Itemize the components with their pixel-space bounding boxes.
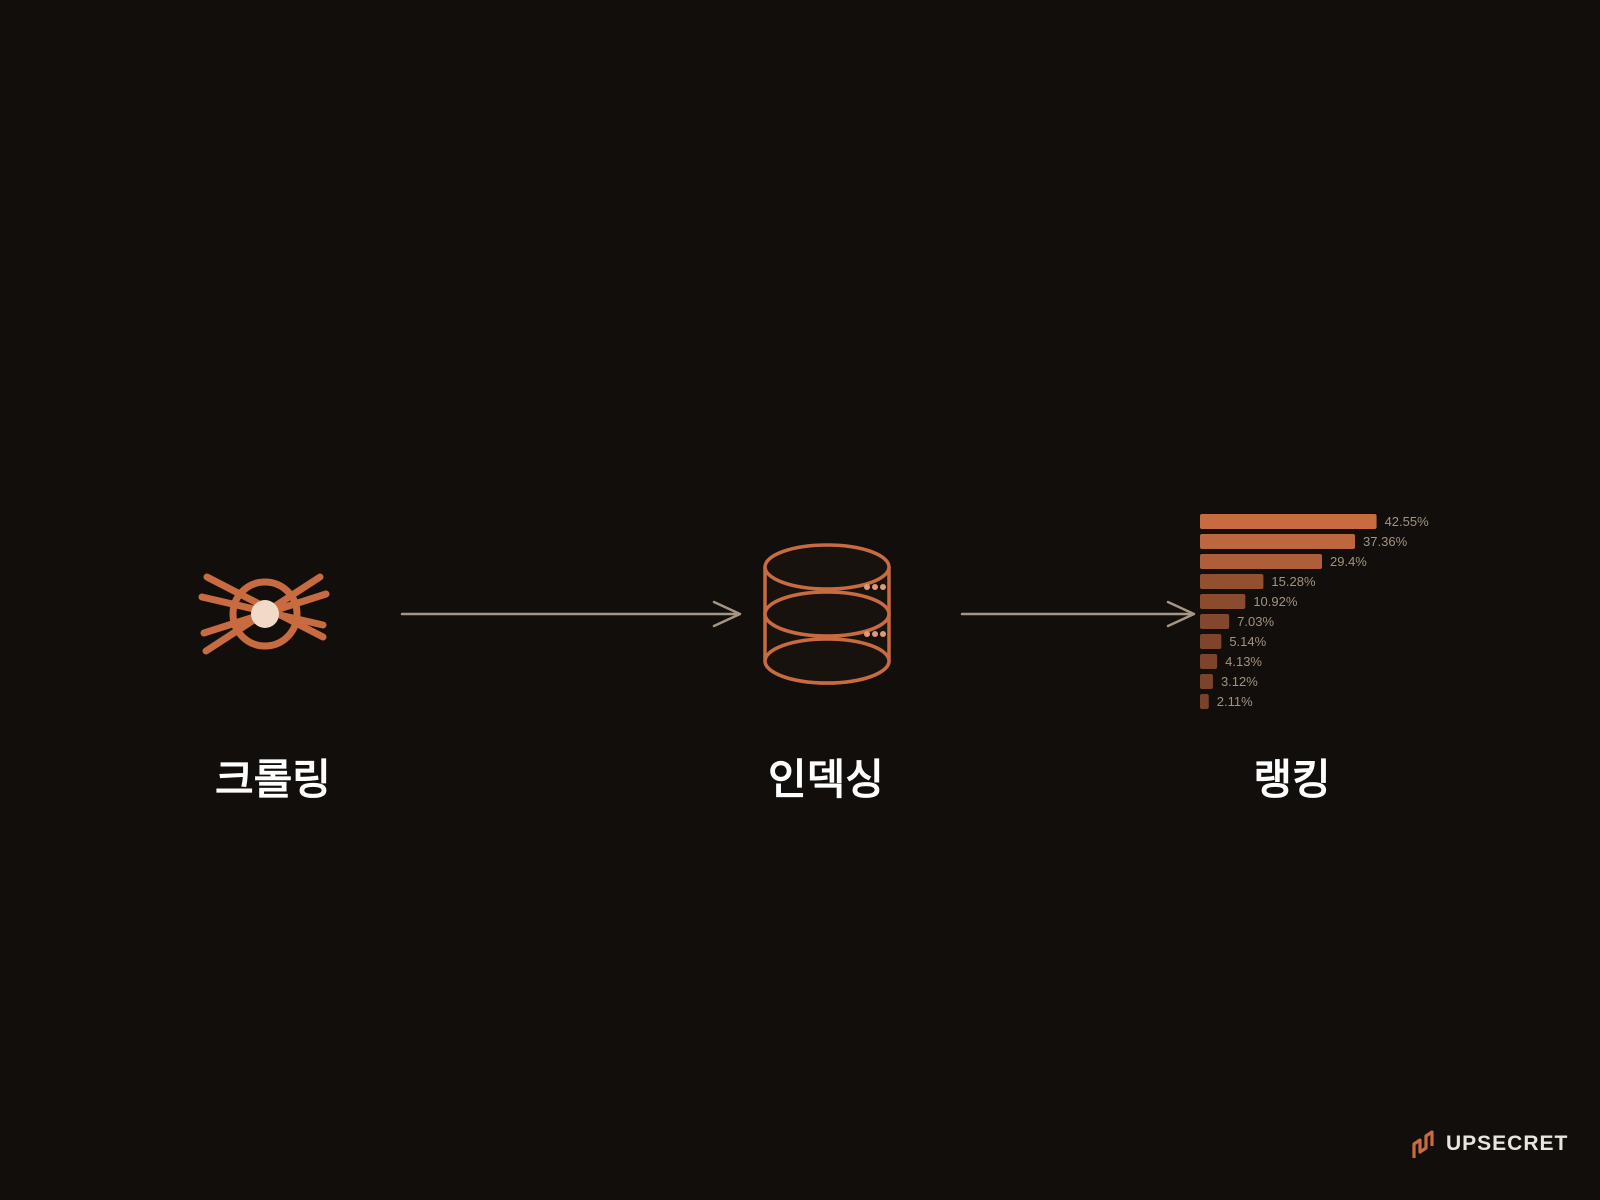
rank-bar-label: 37.36%: [1363, 534, 1408, 549]
brand-name: UPSECRET: [1446, 1132, 1569, 1155]
rank-bar-label: 4.13%: [1225, 654, 1262, 669]
rank-bar: [1200, 534, 1356, 549]
rank-bar: [1200, 614, 1230, 629]
rank-bar: [1200, 654, 1218, 669]
rank-bar: [1200, 594, 1246, 609]
rank-bar: [1200, 674, 1213, 689]
spider-icon: [198, 573, 330, 655]
rank-bar: [1200, 554, 1323, 569]
rank-bar: [1200, 514, 1377, 529]
brand-logo: UPSECRET: [1410, 1128, 1568, 1160]
ranking-bar-chart-icon: 42.55% 37.36% 29.4% 15.28% 10.92% 7.03% 5.14% 4…: [1200, 514, 1429, 709]
upsecret-logo-icon: [1412, 1130, 1434, 1158]
rank-bar-label: 2.11%: [1217, 694, 1253, 709]
rank-bar-label: 29.4%: [1330, 554, 1367, 569]
rank-bar: [1200, 634, 1222, 649]
stage-label-indexing: 인덱싱: [768, 755, 884, 804]
stage-label-ranking: 랭킹: [1253, 755, 1331, 804]
rank-bar: [1200, 694, 1209, 709]
stage-label-crawling: 크롤링: [215, 755, 331, 804]
rank-bar: [1200, 574, 1264, 589]
rank-bar-label: 7.03%: [1237, 614, 1274, 629]
arrow-crawl-to-index: [400, 600, 742, 628]
database-icon: [763, 543, 891, 685]
rank-bar-label: 15.28%: [1271, 574, 1316, 589]
rank-bar-label: 5.14%: [1229, 634, 1266, 649]
arrow-index-to-rank: [960, 600, 1196, 628]
rank-bar-label: 10.92%: [1253, 594, 1298, 609]
rank-bar-label: 42.55%: [1385, 514, 1430, 529]
rank-bar-label: 3.12%: [1221, 674, 1258, 689]
